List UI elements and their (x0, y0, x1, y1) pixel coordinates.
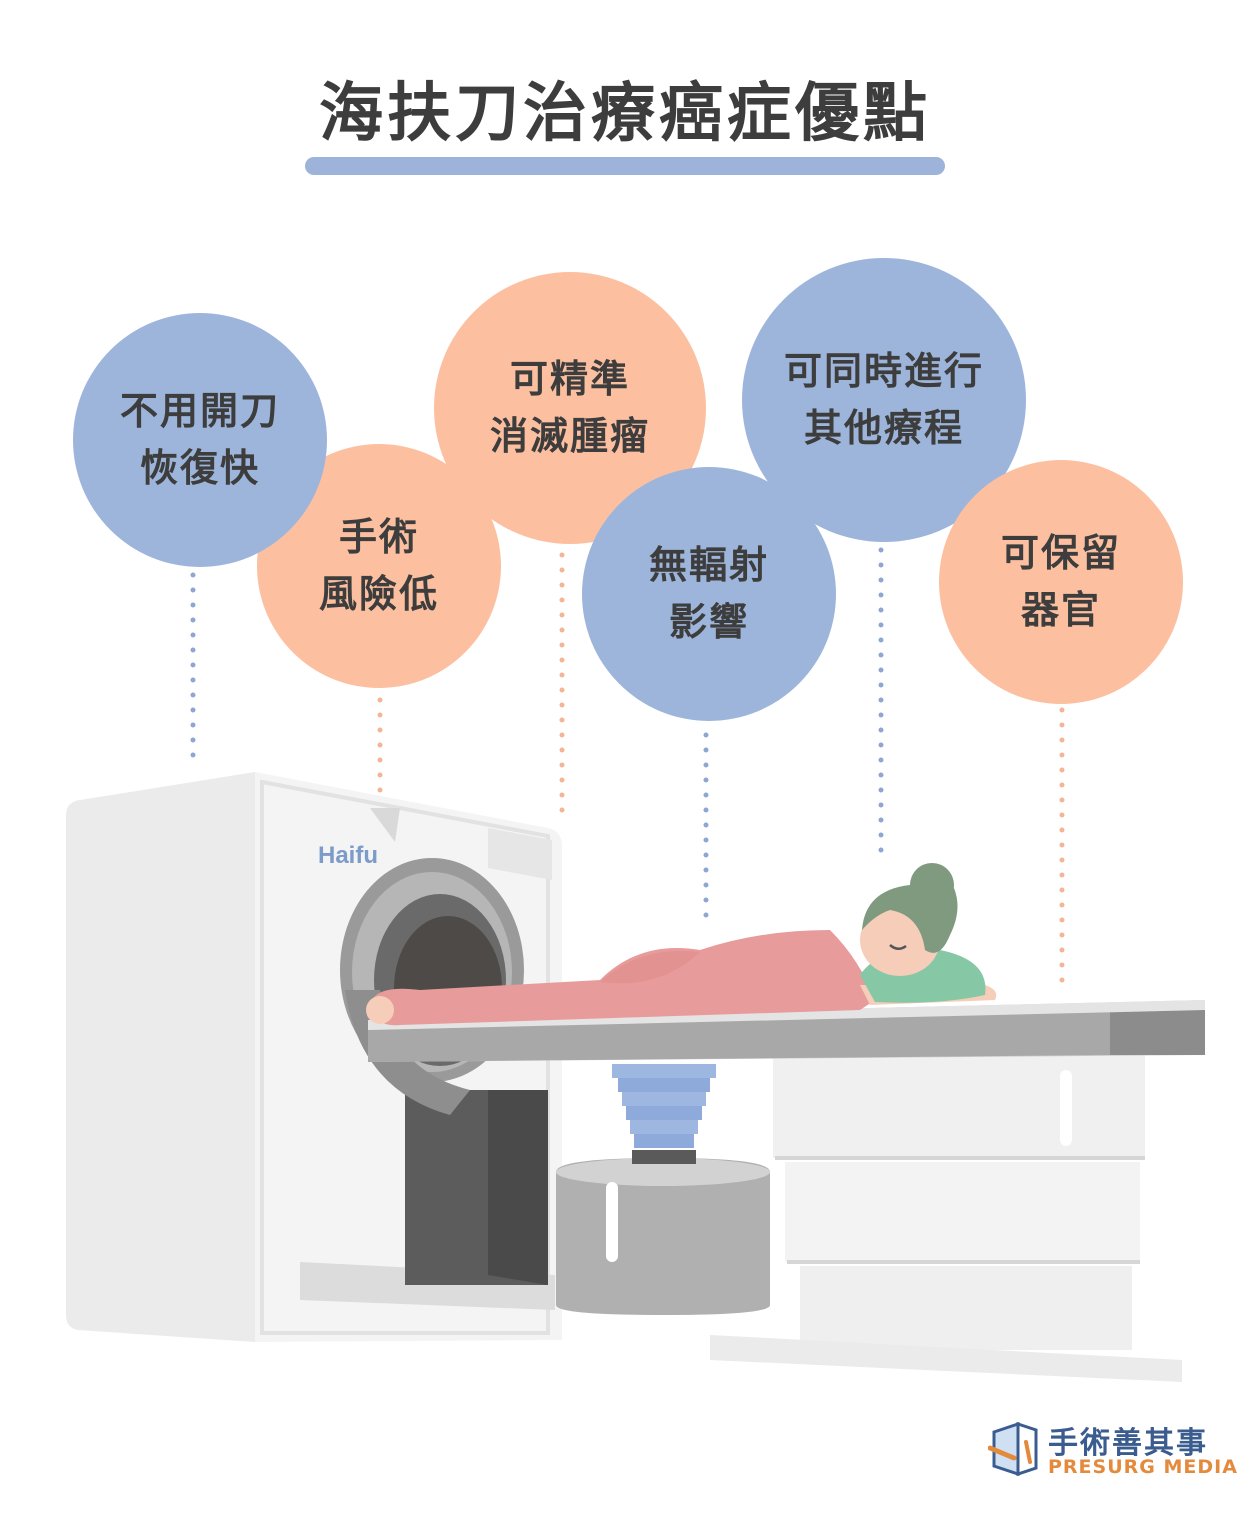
benefit-line: 恢復快 (139, 446, 260, 490)
page-title: 海扶刀治療癌症優點 (319, 77, 931, 151)
benefit-line: 可同時進行 (783, 349, 984, 393)
benefit-line: 風險低 (318, 572, 439, 616)
presurg-logo: 手術善其事 PRESURG MEDIA (988, 1418, 1237, 1478)
benefit-line: 其他療程 (803, 406, 964, 450)
title-underline (305, 157, 945, 175)
logo-name-chinese: 手術善其事 (1048, 1426, 1208, 1461)
benefit-line: 可保留 (1000, 531, 1121, 575)
presurg-logo-icon (988, 1421, 1038, 1477)
benefit-circle-no-radiation: 無輻射 影響 (582, 467, 836, 721)
benefit-circle-organ-preservation: 可保留 器官 (939, 460, 1183, 704)
benefit-line: 可精準 (509, 357, 630, 401)
benefit-circle-no-surgery: 不用開刀 恢復快 (73, 313, 327, 567)
benefit-line: 影響 (668, 600, 749, 644)
benefit-line: 無輻射 (648, 543, 769, 587)
machine-brand-label: Haifu (318, 842, 378, 869)
benefit-line: 器官 (1020, 588, 1101, 632)
benefit-line: 手術 (338, 515, 419, 559)
benefit-line: 不用開刀 (119, 389, 280, 433)
logo-name-english: PRESURG MEDIA (1048, 1456, 1238, 1478)
benefit-line: 消滅腫瘤 (489, 414, 650, 458)
